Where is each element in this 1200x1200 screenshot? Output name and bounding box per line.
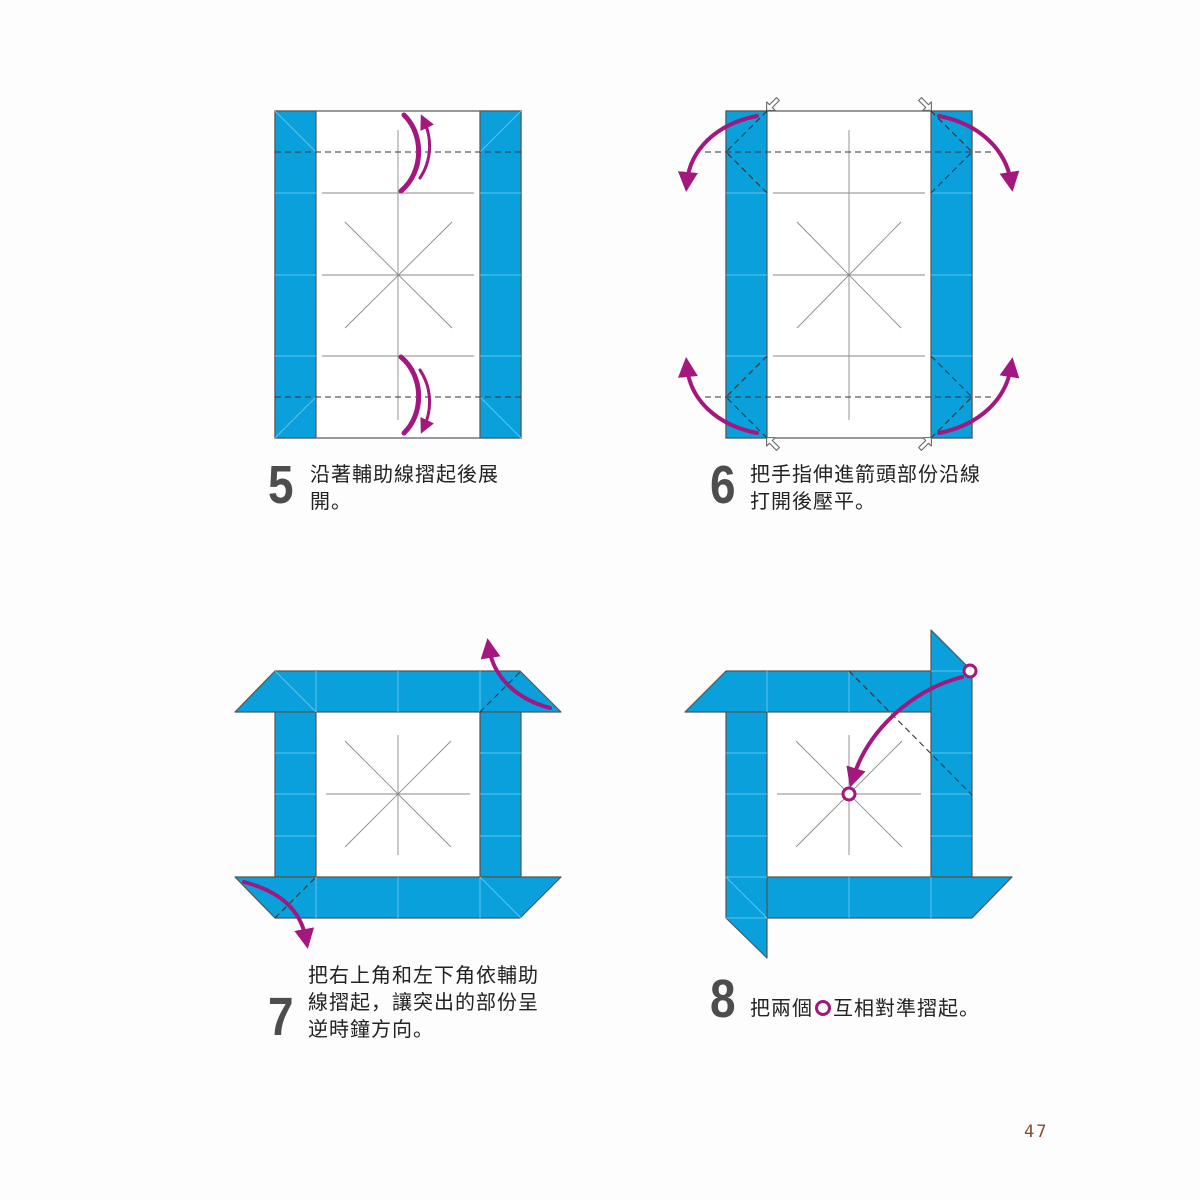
dashed-fold-lines [848, 670, 973, 796]
bottom-unfold-arrow [418, 368, 434, 434]
magenta-circle-icon [841, 786, 857, 802]
strip-crease-lines [726, 192, 972, 357]
magenta-circle-icon [962, 663, 978, 679]
push-arrow-icon [918, 97, 932, 111]
instruction-line: 把右上角和左下角依輔助 [308, 963, 539, 987]
left-blue-strip [725, 711, 768, 959]
instruction-line: 打開後壓平。 [750, 489, 876, 513]
step-number: 8 [710, 969, 736, 1029]
fold-unfold-arrows [398, 112, 434, 436]
instruction-line: 逆時鐘方向。 [308, 1017, 434, 1041]
step-instruction: 把右上角和左下角依輔助 線摺起，讓突出的部份呈 逆時鐘方向。 [308, 962, 539, 1043]
instruction-line: 沿著輔助線摺起後展 [310, 462, 499, 486]
magenta-circle-icon [815, 1000, 831, 1016]
instruction-text-after: 互相對準摺起。 [833, 996, 980, 1020]
dashed-fold-lines [275, 151, 521, 398]
step-instruction: 把兩個互相對準摺起。 [750, 995, 980, 1022]
step5-diagram [274, 110, 522, 439]
center-crease-lines [773, 130, 925, 420]
strip-crease-lines [274, 670, 522, 919]
instruction-line: 把手指伸進箭頭部份沿線 [750, 462, 981, 486]
corner-fold-arrows [242, 638, 552, 949]
push-arrow-icon [766, 97, 780, 111]
step6-diagram [677, 97, 1020, 451]
step-number: 5 [268, 455, 294, 515]
dashed-fold-lines [705, 110, 992, 439]
step7-diagram [234, 638, 562, 949]
push-arrow-icons [766, 97, 932, 451]
step-number: 6 [710, 455, 736, 515]
center-crease-lines [326, 735, 470, 855]
center-crease-lines [322, 130, 474, 420]
instruction-line: 線摺起，讓突出的部份呈 [308, 990, 539, 1014]
align-fold-arrow [846, 675, 964, 788]
instruction-text-before: 把兩個 [750, 996, 813, 1020]
instruction-line: 開。 [310, 489, 352, 513]
top-fold-curve [398, 112, 422, 194]
step8-diagram [684, 629, 1013, 959]
top-unfold-arrow [418, 114, 434, 180]
bottom-blue-bar [766, 876, 1013, 919]
strip-crease-lines [725, 670, 972, 919]
open-flat-arrows [677, 114, 1020, 435]
step-instruction: 把手指伸進箭頭部份沿線 打開後壓平。 [750, 461, 981, 515]
top-blue-bar [684, 670, 932, 713]
step-number: 7 [268, 987, 294, 1047]
push-arrow-icon [766, 437, 780, 451]
step-instruction: 沿著輔助線摺起後展 開。 [310, 461, 499, 515]
strip-crease-lines [274, 110, 522, 439]
page-number: 47 [1024, 1122, 1049, 1142]
bottom-fold-curve [398, 354, 422, 436]
push-arrow-icon [918, 437, 932, 451]
